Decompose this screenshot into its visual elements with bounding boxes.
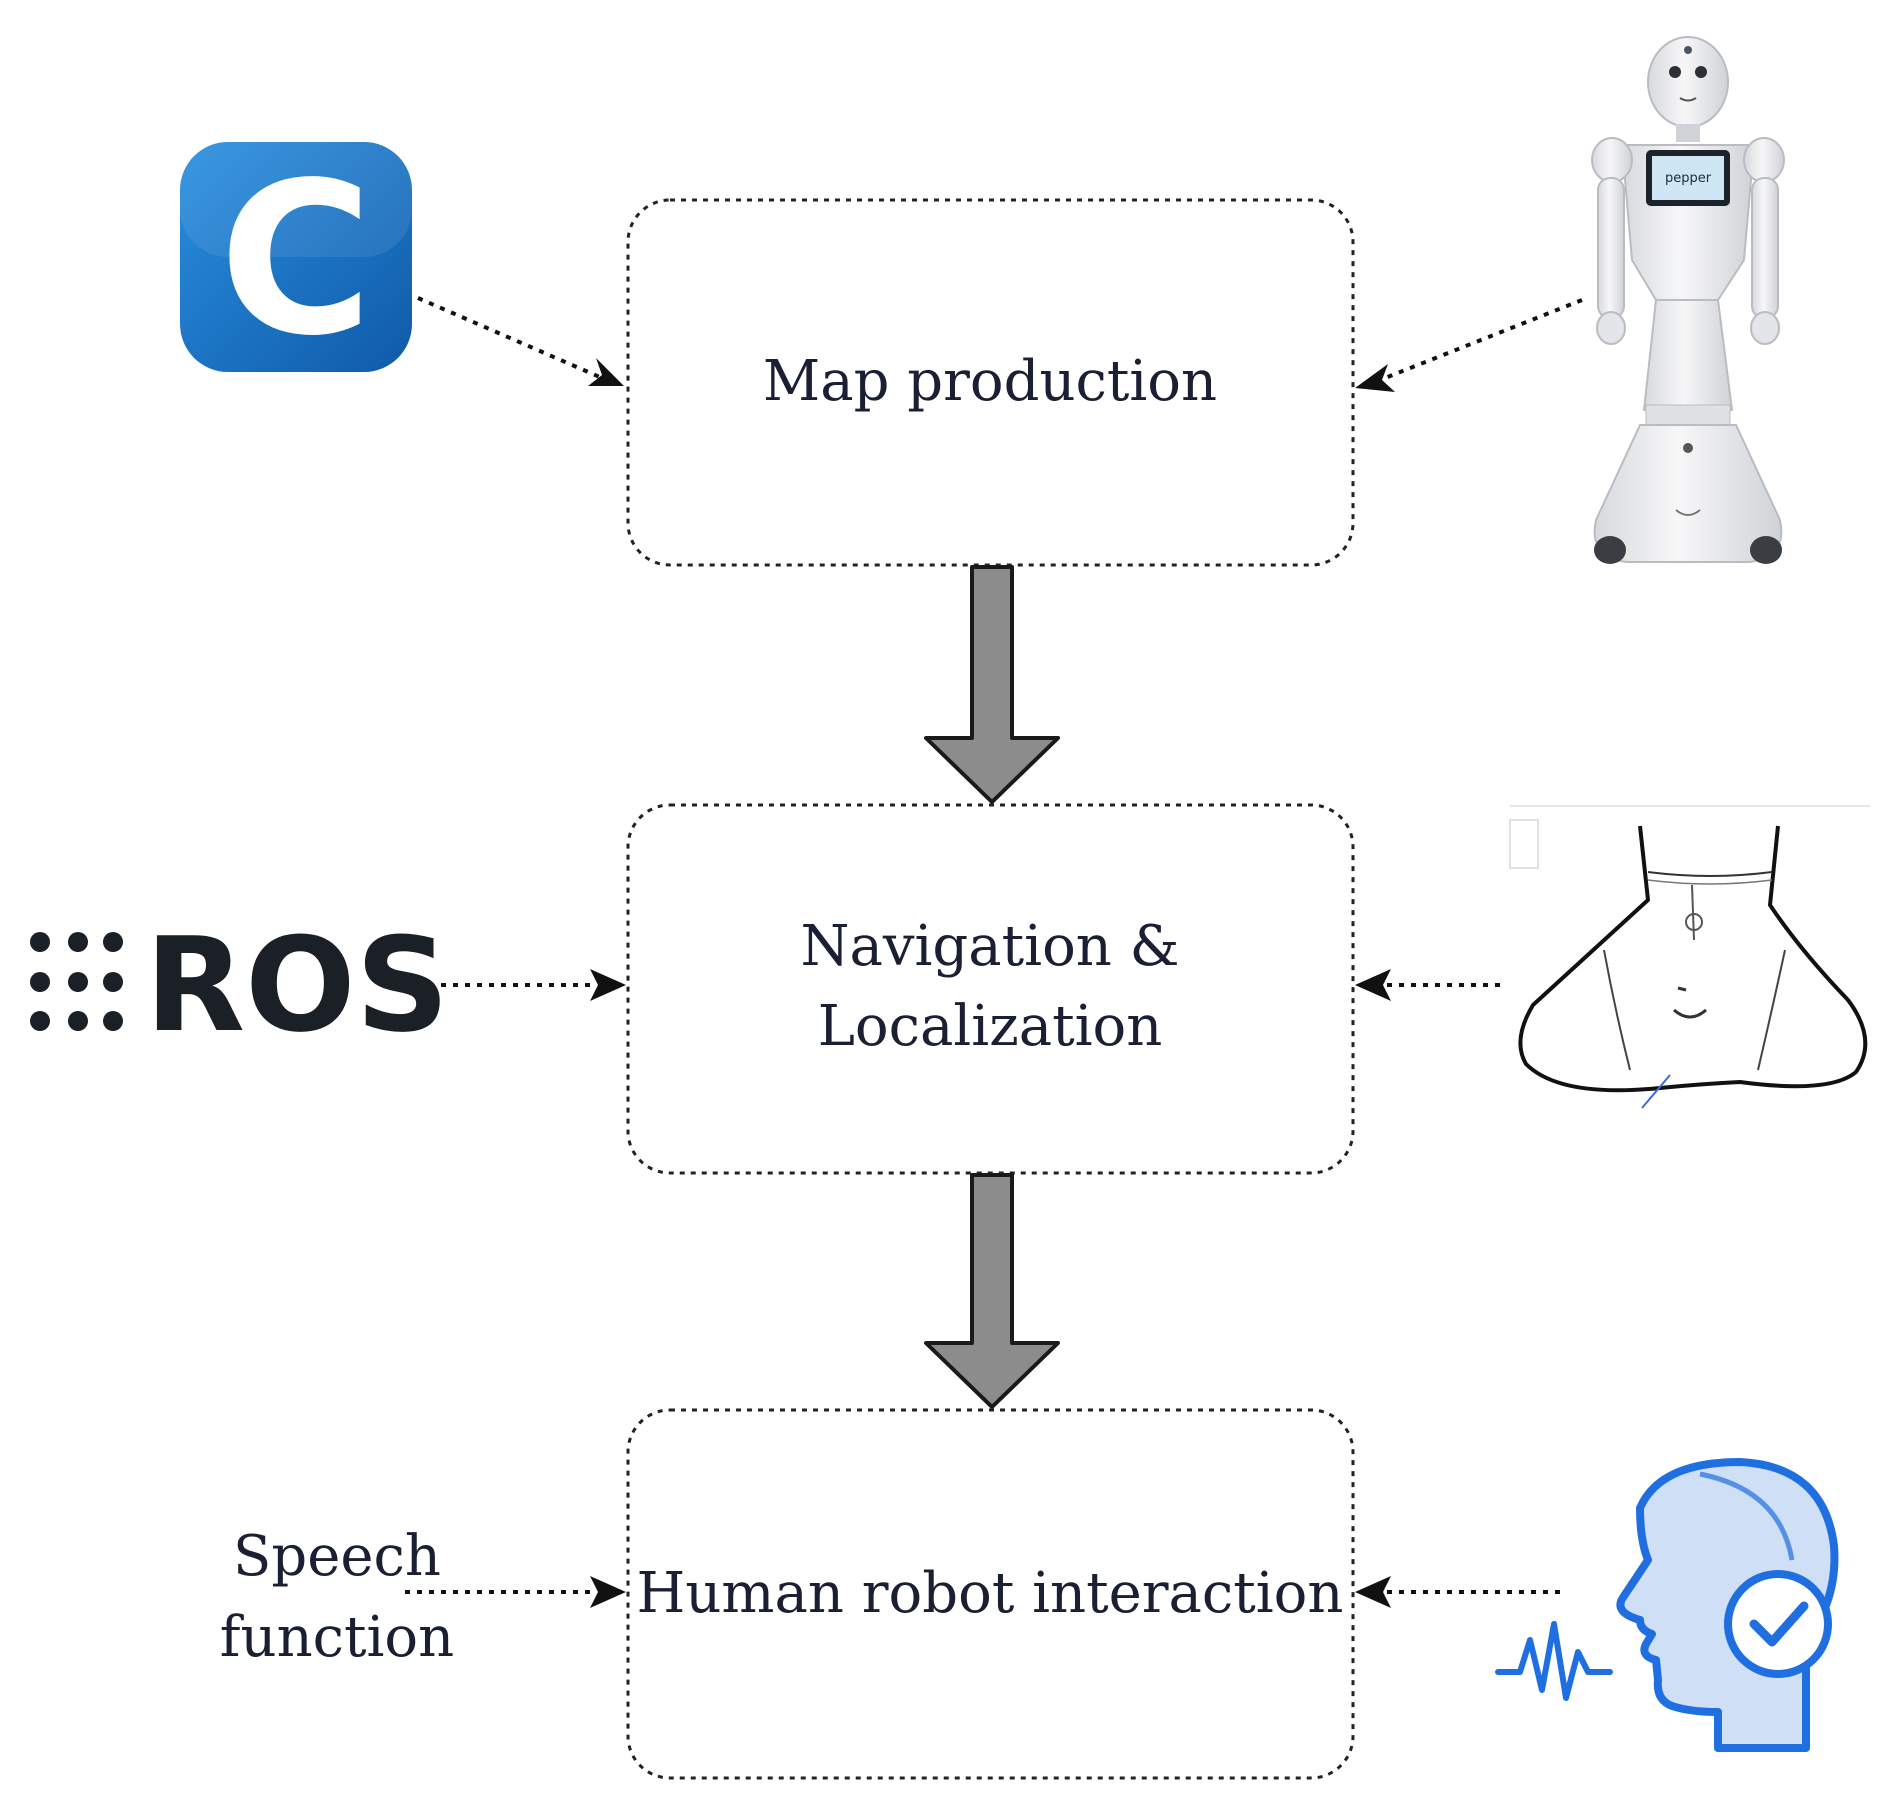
- map-production-label: Map production: [763, 349, 1217, 414]
- flow-arrow-1: [924, 565, 1060, 804]
- ros-dot-grid: [30, 932, 123, 1031]
- hri-label: Human robot interaction: [637, 1561, 1344, 1626]
- robot-base-sketch-icon: [1509, 805, 1870, 1109]
- navigation-label-line2: Localization: [818, 994, 1163, 1059]
- speech-function-label: Speech function: [220, 1524, 454, 1670]
- input-arrow-c-to-map: [417, 296, 624, 386]
- box-human-robot-interaction: Human robot interaction: [626, 1408, 1355, 1780]
- speech-label-line2: function: [220, 1605, 454, 1670]
- box-map-production: Map production: [626, 198, 1355, 567]
- input-arrow-robot-to-map: [1355, 298, 1583, 392]
- flow-arrow-2: [924, 1173, 1060, 1409]
- box-navigation-localization: Navigation & Localization: [626, 803, 1355, 1175]
- ros-logo-icon: ROS: [30, 909, 449, 1061]
- input-arrow-voice-to-hri: [1355, 1576, 1560, 1608]
- input-arrow-ros-to-nav: [405, 969, 626, 1001]
- c-language-logo-icon: C: [180, 137, 412, 382]
- voice-recognition-head-icon: [1495, 1458, 1839, 1752]
- input-arrow-speech-to-hri: [405, 1576, 626, 1608]
- speech-label-line1: Speech: [233, 1524, 441, 1589]
- c-logo-letter: C: [219, 137, 373, 382]
- robot-screen-label: pepper: [1665, 171, 1712, 186]
- pepper-robot-icon: pepper: [1591, 36, 1785, 564]
- navigation-label-line1: Navigation &: [800, 914, 1179, 979]
- ros-logo-text: ROS: [145, 909, 449, 1061]
- input-arrow-base-to-nav: [1355, 969, 1500, 1001]
